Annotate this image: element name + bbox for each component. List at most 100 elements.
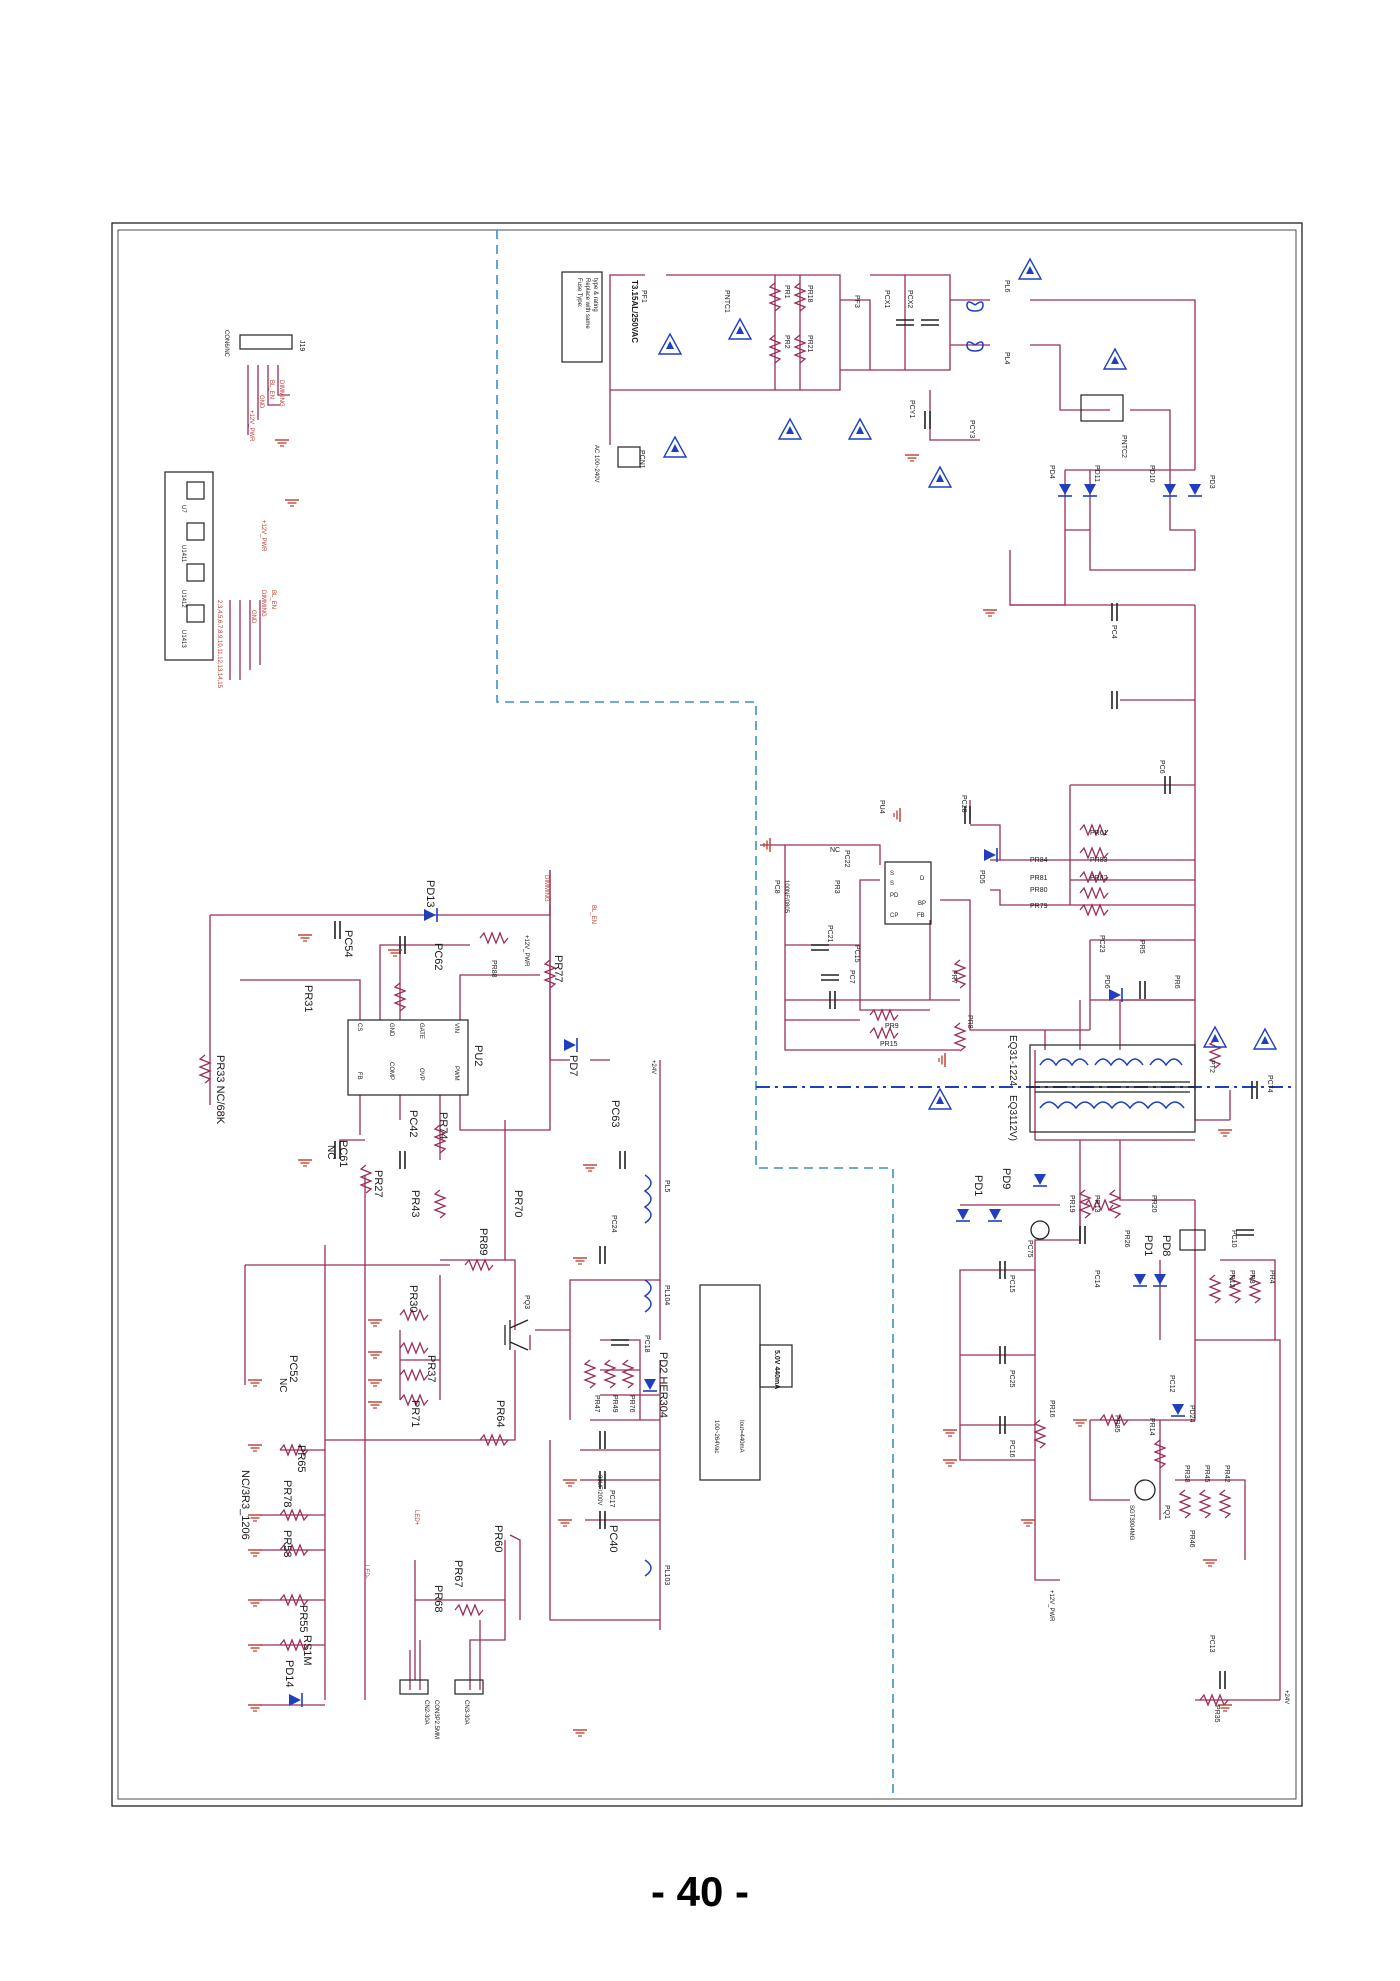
- res-pr6: PR6: [1173, 975, 1180, 989]
- sec-part-4: PC75: [1026, 1240, 1033, 1258]
- sec-part-19: PR38: [1183, 1465, 1190, 1483]
- capacitor-symbols: [334, 319, 1258, 1690]
- controller-pin-fb: FB: [917, 913, 925, 919]
- transformer-section: PT2 EQ31-1224 EQ3112V): [1007, 1035, 1215, 1141]
- j19-pin-3: BL_EN: [268, 380, 274, 399]
- bridge-diode-1: PD4: [1048, 465, 1055, 479]
- res-pr61: PR61: [1090, 830, 1108, 837]
- sec-part-0: PR13: [1093, 1195, 1100, 1213]
- cap-pc7: PC7: [848, 970, 855, 984]
- boost-ic-ref: PU2: [472, 1045, 484, 1066]
- spec-line-1: 100~264Vac: [713, 1420, 719, 1453]
- res-pr84: PR84: [1030, 857, 1048, 864]
- transformer-part-a: EQ31-1224: [1007, 1035, 1018, 1087]
- spec-line-2: Iout=440mA: [738, 1420, 744, 1453]
- cap-pc8: PC8: [773, 880, 780, 894]
- led-ref-11: PC17: [608, 1490, 615, 1508]
- x-cap-1: PCX1: [883, 290, 890, 308]
- sec-part-21: PR42: [1223, 1465, 1230, 1483]
- boost-ref-22: PR65: [295, 1445, 307, 1473]
- led-net-24v: +24V: [650, 1060, 656, 1074]
- cap-value-label: 100NF/0805: [783, 880, 789, 914]
- sec-part-5: PC10: [1230, 1230, 1237, 1248]
- sec-part-24: PR35: [1213, 1705, 1220, 1723]
- component-outlines: [164, 271, 1206, 1695]
- cm-choke-1: PF3: [853, 295, 860, 308]
- diode-pd5: PD5: [978, 870, 985, 884]
- res-pr15: PR15: [880, 1041, 898, 1048]
- cap-pc21: PC21: [826, 925, 833, 943]
- controller-ref: PU4: [878, 800, 885, 814]
- j19-ref: J19: [298, 340, 305, 351]
- boost-pin-vin: VIN: [453, 1023, 459, 1033]
- standby-sig-gnd: GND: [250, 610, 256, 624]
- led-ref-0: PC63: [609, 1100, 621, 1128]
- sec-part-3: PR26: [1123, 1230, 1130, 1248]
- controller-pin-d: D: [920, 876, 925, 882]
- boost-ref-4: PR77: [552, 955, 564, 983]
- boost-ref-12: PR74: [437, 1112, 449, 1140]
- boost-ref-13: PR43: [409, 1190, 421, 1218]
- led-ref-5: PD2 HER304: [657, 1352, 669, 1418]
- sec-part-7: PC15: [1008, 1275, 1015, 1293]
- hazard-symbols: [658, 258, 1277, 1110]
- sec-part-18: PD24: [1188, 1405, 1195, 1423]
- boost-pin-ovp: OVP: [418, 1068, 424, 1081]
- res-pr83: PR83: [1090, 857, 1108, 864]
- boost-net-12v: +12V_PWR: [523, 935, 529, 967]
- boost-ref-3: PR88: [490, 960, 497, 978]
- boost-ref-10: PR27: [372, 1170, 384, 1198]
- bridge-diode-4: PD3: [1208, 475, 1215, 489]
- standby-sig-bl-en: BL_EN: [270, 590, 276, 609]
- led-ref-15: PR67: [452, 1560, 464, 1588]
- led-ref-4: PQ3: [523, 1295, 530, 1309]
- sec-part-8: PR12: [1228, 1270, 1235, 1288]
- boost-ref-23: NC/3R3_1206: [239, 1470, 251, 1540]
- rail-12v: +12V_PWR: [1048, 1590, 1054, 1622]
- cm-choke-2: PL6: [1003, 280, 1010, 293]
- sec-part-12: PC16: [1008, 1440, 1015, 1458]
- boost-ref-27: RS1M: [301, 1635, 313, 1666]
- fuse-note-2: Replace with same: [584, 278, 590, 329]
- sec-part-11: PC25: [1008, 1370, 1015, 1388]
- sec-part-2: PR20: [1150, 1195, 1157, 1213]
- led-ref-1: PL5: [663, 1180, 670, 1193]
- sec-part-1: PR19: [1068, 1195, 1075, 1213]
- boost-ref-14: PR70: [512, 1190, 524, 1218]
- led-net-plus: LED+: [413, 1510, 419, 1526]
- ntc-2: PNTC2: [1120, 435, 1127, 458]
- bleeder-1: PR1: [783, 285, 790, 299]
- j19-pin-4: DIMMING: [278, 380, 284, 407]
- boost-ref-15: PR89: [477, 1228, 489, 1256]
- bleeder-4: PR21: [806, 335, 813, 353]
- boost-ref-11: PC42: [407, 1110, 419, 1138]
- bridge-diode-3: PD11: [1093, 465, 1100, 482]
- transformer-part-b: EQ3112V): [1007, 1095, 1018, 1141]
- led-conn-1: CN2-30A: [423, 1700, 429, 1725]
- boost-ref-24: PR78: [281, 1480, 293, 1508]
- sec-diode-pd9: PD9: [1000, 1168, 1012, 1189]
- bulk-cap: PC4: [1110, 625, 1117, 639]
- sec-diode-pd8: PD8: [1160, 1235, 1172, 1256]
- res-pr9: PR9: [885, 1023, 899, 1030]
- boost-section: PU2 CS GND GATE VIN FB COMP OVP PWM PD13…: [214, 875, 596, 1688]
- sec-part-22: PR46: [1188, 1530, 1195, 1548]
- boost-ref-18: PR71: [409, 1400, 421, 1428]
- bleeder-2: PR2: [783, 335, 790, 349]
- led-net-minus: LED-: [363, 1565, 369, 1579]
- y-cap-1: PCY1: [908, 400, 915, 418]
- jumper-u1413: U1413: [180, 630, 186, 648]
- y-cap-2: PCY3: [968, 420, 975, 438]
- x-cap-2: PCX2: [906, 290, 913, 308]
- boost-ref-6: PR31: [302, 985, 314, 1013]
- boost-ref-0: PD13: [424, 880, 436, 908]
- boost-ref-16: PR30: [407, 1285, 419, 1313]
- led-output-section: PC63 PL5 PC24 PL104 PQ3 PD2 HER304 PC18 …: [363, 1060, 780, 1739]
- sec-part-9: PR3: [1248, 1270, 1255, 1284]
- sec-part-20: PR45: [1203, 1465, 1210, 1483]
- sec-part-13: PR16: [1048, 1400, 1055, 1418]
- input-connector-ref: PCN1: [638, 450, 645, 469]
- section-dividers: [496, 230, 894, 1799]
- spec-row: 5.0V 440mA: [773, 1350, 780, 1389]
- input-section: PF1 T3.15AL/250VAC PCN1 AC 100~240V PNTC…: [576, 278, 1215, 639]
